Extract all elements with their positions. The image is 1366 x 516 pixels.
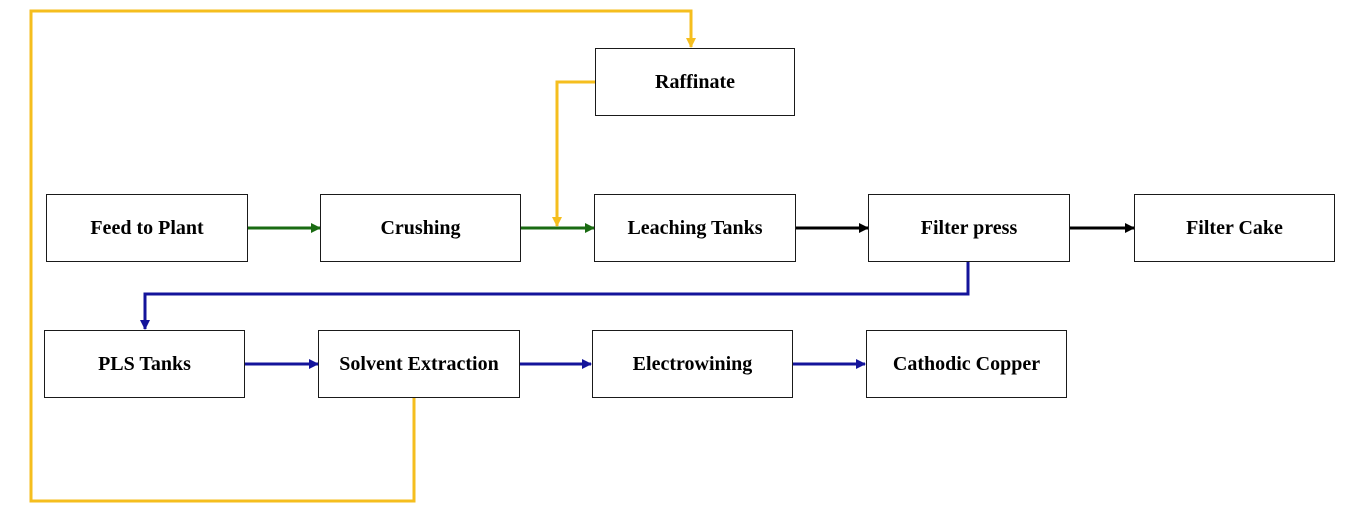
node-filter-press: Filter press: [868, 194, 1070, 262]
node-crushing: Crushing: [320, 194, 521, 262]
edge-filterpress-to-pls: [140, 262, 970, 330]
edge-sx-to-raffinate: [29, 9, 696, 503]
node-feed-to-plant: Feed to Plant: [46, 194, 248, 262]
node-leaching-tanks: Leaching Tanks: [594, 194, 796, 262]
node-raffinate: Raffinate: [595, 48, 795, 116]
node-pls-tanks: PLS Tanks: [44, 330, 245, 398]
node-electrowining: Electrowining: [592, 330, 793, 398]
edge-raffinate-to-leaching: [552, 80, 595, 227]
node-solvent-extraction: Solvent Extraction: [318, 330, 520, 398]
node-cathodic-copper: Cathodic Copper: [866, 330, 1067, 398]
node-filter-cake: Filter Cake: [1134, 194, 1335, 262]
